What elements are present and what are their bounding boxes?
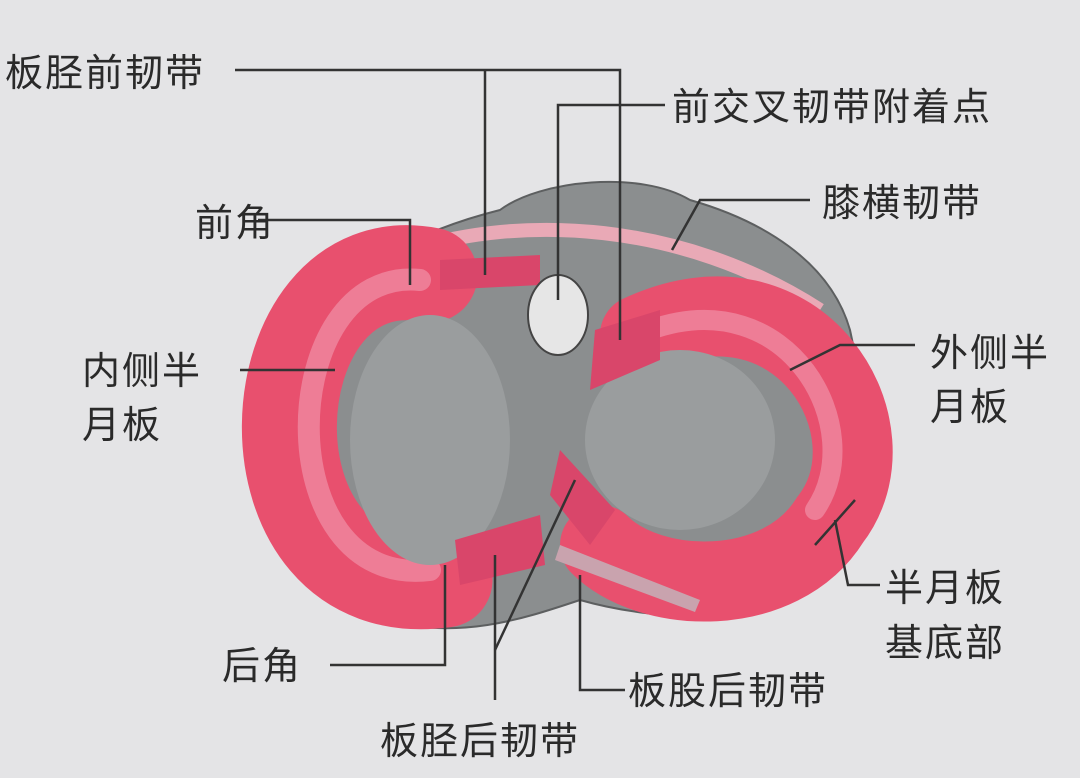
posterior-lateral-ligament	[550, 450, 615, 545]
meniscofemoral-ligament	[555, 545, 700, 612]
label-acl-attachment: 前交叉韧带附着点	[672, 85, 993, 129]
posterior-meniscotibial-ligament	[455, 515, 545, 585]
label-meniscal-base-2: 基底部	[885, 621, 1006, 665]
label-meniscofemoral-ligament: 板股后韧带	[628, 669, 829, 713]
label-lateral-meniscus-2: 月板	[930, 385, 1011, 429]
label-lateral-meniscus-1: 外侧半	[930, 331, 1051, 375]
leader-lines	[235, 68, 915, 700]
label-posterior-horn: 后角	[222, 644, 303, 688]
label-medial-meniscus-2: 月板	[82, 403, 163, 447]
label-transverse-ligament: 膝横韧带	[822, 181, 983, 225]
lateral-meniscus-highlight	[640, 310, 843, 520]
label-anterior-horn: 前角	[195, 201, 276, 245]
medial-plateau-surface	[350, 315, 510, 565]
label-posterior-meniscotibial-ligament: 板胫后韧带	[380, 719, 581, 763]
lateral-anterior-ligament	[590, 310, 660, 390]
label-anterior-meniscotibial-ligament: 板胫前韧带	[5, 51, 206, 95]
label-meniscal-base-1: 半月板	[885, 566, 1006, 610]
medial-meniscus-highlight	[297, 268, 441, 582]
label-medial-meniscus-1: 内侧半	[82, 349, 203, 393]
anterior-meniscotibial-ligament	[440, 255, 540, 290]
lateral-plateau-surface	[585, 350, 775, 530]
